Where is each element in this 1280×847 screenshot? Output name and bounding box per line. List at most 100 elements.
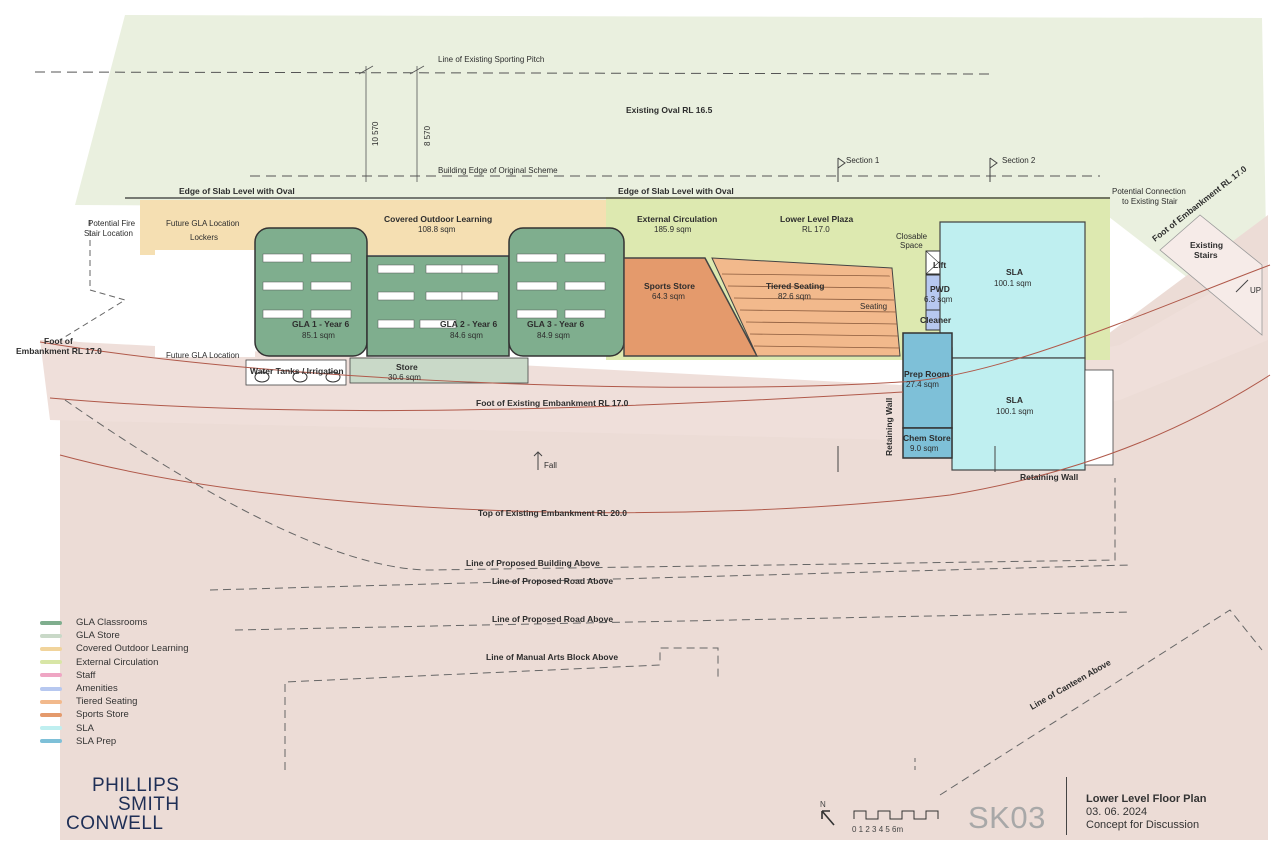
legend-swatch — [40, 620, 62, 625]
label-tiered-seating-area: 82.6 sqm — [778, 292, 811, 301]
label-manual-arts: Line of Manual Arts Block Above — [486, 652, 618, 662]
label-covered-outdoor-area: 108.8 sqm — [418, 225, 456, 234]
legend-label: Covered Outdoor Learning — [76, 643, 189, 655]
scale-bar: 0 1 2 3 4 5 6m — [852, 807, 942, 834]
legend-item: Staff — [40, 669, 189, 682]
legend-label: Staff — [76, 669, 96, 681]
label-fall: Fall — [544, 461, 557, 470]
legend-item: External Circulation — [40, 656, 189, 669]
legend-swatch — [40, 673, 62, 678]
label-lower-plaza-rl: RL 17.0 — [802, 225, 830, 234]
section-2-flag-icon — [989, 157, 998, 182]
label-sports-store: Sports Store — [644, 281, 695, 291]
label-sla-bottom-area: 100.1 sqm — [996, 407, 1034, 416]
title-divider — [1066, 777, 1067, 835]
east-wall-strip — [1084, 369, 1114, 466]
drawing-date: 03. 06. 2024 — [1086, 806, 1148, 818]
label-sla-bottom: SLA — [1006, 395, 1023, 405]
legend-swatch — [40, 660, 62, 665]
label-gla3: GLA 3 - Year 6 — [527, 319, 584, 329]
legend-swatch — [40, 699, 62, 704]
label-building-edge: Building Edge of Original Scheme — [438, 166, 558, 175]
drawing-title: Lower Level Floor Plan — [1086, 793, 1207, 805]
manual-arts-line — [284, 647, 719, 770]
legend-swatch — [40, 646, 62, 651]
label-potential-connection-1: Potential Connection — [1112, 187, 1186, 196]
label-foot-emb-left-1: Foot of — [44, 336, 73, 346]
legend-item: GLA Classrooms — [40, 616, 189, 629]
label-dim-2: 8 570 — [423, 125, 432, 146]
label-closable-1: Closable — [896, 232, 928, 241]
sheet-number: SK03 — [968, 800, 1046, 835]
label-retaining-wall-h: Retaining Wall — [1020, 472, 1078, 482]
water-tank — [325, 371, 341, 383]
legend-item: Amenities — [40, 682, 189, 695]
foot-of-embankment-line — [39, 264, 1271, 388]
legend-label: External Circulation — [76, 656, 159, 668]
label-existing-pitch: Line of Existing Sporting Pitch — [438, 55, 544, 64]
label-gla2: GLA 2 - Year 6 — [440, 319, 497, 329]
top-of-existing-embankment-line — [59, 374, 1271, 514]
label-gla1: GLA 1 - Year 6 — [292, 319, 349, 329]
existing-stairs-area — [1159, 214, 1263, 336]
label-external-circ-area: 185.9 sqm — [654, 225, 692, 234]
proposed-road-line-2 — [234, 611, 1131, 631]
label-retaining-wall-v: Retaining Wall — [884, 398, 894, 456]
label-up: UP — [1250, 286, 1261, 295]
label-proposed-road-2: Line of Proposed Road Above — [492, 614, 613, 624]
label-seating: Seating — [860, 302, 887, 311]
water-tank — [254, 371, 270, 383]
label-covered-outdoor: Covered Outdoor Learning — [384, 214, 492, 224]
legend-swatch — [40, 739, 62, 744]
label-gla3-area: 84.9 sqm — [537, 331, 570, 340]
label-gla2-area: 84.6 sqm — [450, 331, 483, 340]
title-block: Lower Level Floor Plan 03. 06. 2024 Conc… — [1086, 793, 1206, 832]
legend-item: SLA — [40, 722, 189, 735]
label-lower-plaza: Lower Level Plaza — [780, 214, 853, 224]
logo-line-2: SMITH — [118, 794, 180, 815]
classroom-desks — [262, 253, 606, 329]
label-gla1-area: 85.1 sqm — [302, 331, 335, 340]
label-foot-existing-emb: Foot of Existing Embankment RL 17.0 — [476, 398, 629, 408]
label-potential-fire-2: Stair Location — [84, 229, 133, 238]
label-water-tanks: Water Tanks / Irrigation — [250, 366, 344, 376]
prep-room — [902, 332, 953, 429]
label-store: Store — [396, 362, 418, 372]
label-existing-stairs-2: Stairs — [1194, 250, 1218, 260]
label-edge-slab-2: Edge of Slab Level with Oval — [618, 186, 734, 196]
site-boundary — [59, 220, 127, 341]
north-arrow-shape — [821, 810, 835, 826]
label-dim-1: 10 570 — [371, 121, 380, 146]
legend-label: GLA Classrooms — [76, 617, 148, 629]
proposed-building-line — [64, 399, 1116, 571]
label-section-2: Section 2 — [1002, 156, 1036, 165]
legend-label: SLA Prep — [76, 735, 117, 747]
label-top-existing-emb: Top of Existing Embankment RL 20.0 — [478, 508, 627, 518]
legend-swatch — [40, 633, 62, 638]
label-pwd-area: 6.3 sqm — [924, 295, 953, 304]
label-prep-room: Prep Room — [904, 369, 950, 379]
company-logo: PHILLIPS SMITH CONWELL — [66, 776, 196, 833]
label-existing-oval: Existing Oval RL 16.5 — [626, 105, 713, 115]
foot-of-existing-embankment-line — [49, 391, 904, 412]
legend-item: GLA Store — [40, 629, 189, 642]
dimension-tick — [409, 65, 425, 75]
legend-label: SLA — [76, 722, 94, 734]
label-existing-stairs-1: Existing — [1190, 240, 1223, 250]
label-proposed-road-1: Line of Proposed Road Above — [492, 576, 613, 586]
tiered-seating-area — [711, 257, 901, 357]
label-tiered-seating: Tiered Seating — [766, 281, 824, 291]
section-lines — [837, 446, 996, 472]
label-store-area: 30.6 sqm — [388, 373, 421, 382]
scale-bar-graphic — [853, 810, 939, 820]
legend-label: GLA Store — [76, 630, 120, 642]
label-lockers: Lockers — [190, 233, 218, 242]
label-prep-room-area: 27.4 sqm — [906, 380, 939, 389]
store-room — [349, 357, 529, 384]
label-sports-store-area: 64.3 sqm — [652, 292, 685, 301]
legend-swatch — [40, 712, 62, 717]
scale-label: 0 1 2 3 4 5 6m — [852, 825, 904, 834]
label-pwd: PWD — [930, 284, 950, 294]
